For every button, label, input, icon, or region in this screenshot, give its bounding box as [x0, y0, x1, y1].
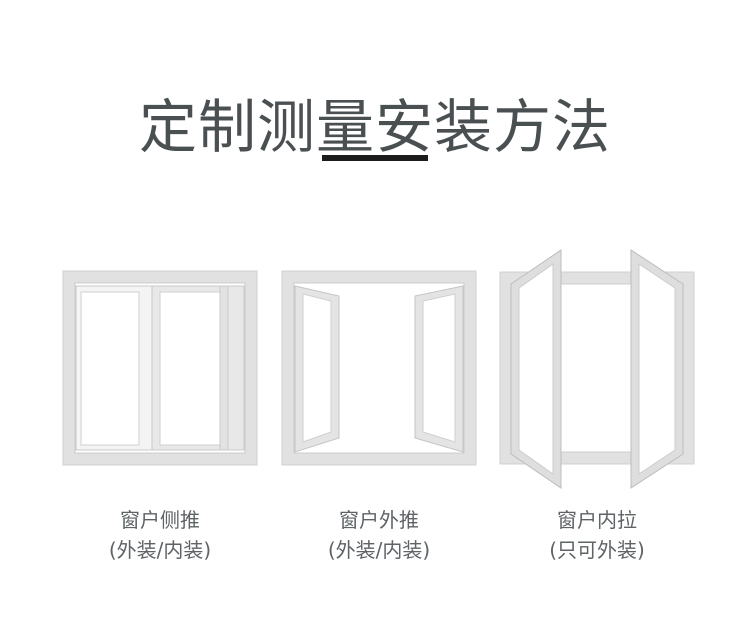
caption-sliding: 窗户侧推 (外装/内装): [60, 505, 260, 565]
caption-outward: 窗户外推 (外装/内装): [279, 505, 479, 565]
outward-casement-window-icon: [281, 270, 477, 466]
caption-inward: 窗户内拉 (只可外装): [497, 505, 697, 565]
caption-inward-install: (只可外装): [549, 538, 645, 562]
caption-inward-name: 窗户内拉: [557, 508, 637, 532]
inward-casement-window-icon: [499, 249, 695, 489]
caption-sliding-name: 窗户侧推: [120, 508, 200, 532]
page-title: 定制测量安装方法: [138, 92, 611, 161]
title-underline: [322, 155, 428, 161]
caption-outward-install: (外装/内装): [327, 538, 431, 562]
caption-sliding-install: (外装/内装): [108, 538, 212, 562]
caption-outward-name: 窗户外推: [339, 508, 419, 532]
sliding-window-icon: [62, 270, 258, 466]
